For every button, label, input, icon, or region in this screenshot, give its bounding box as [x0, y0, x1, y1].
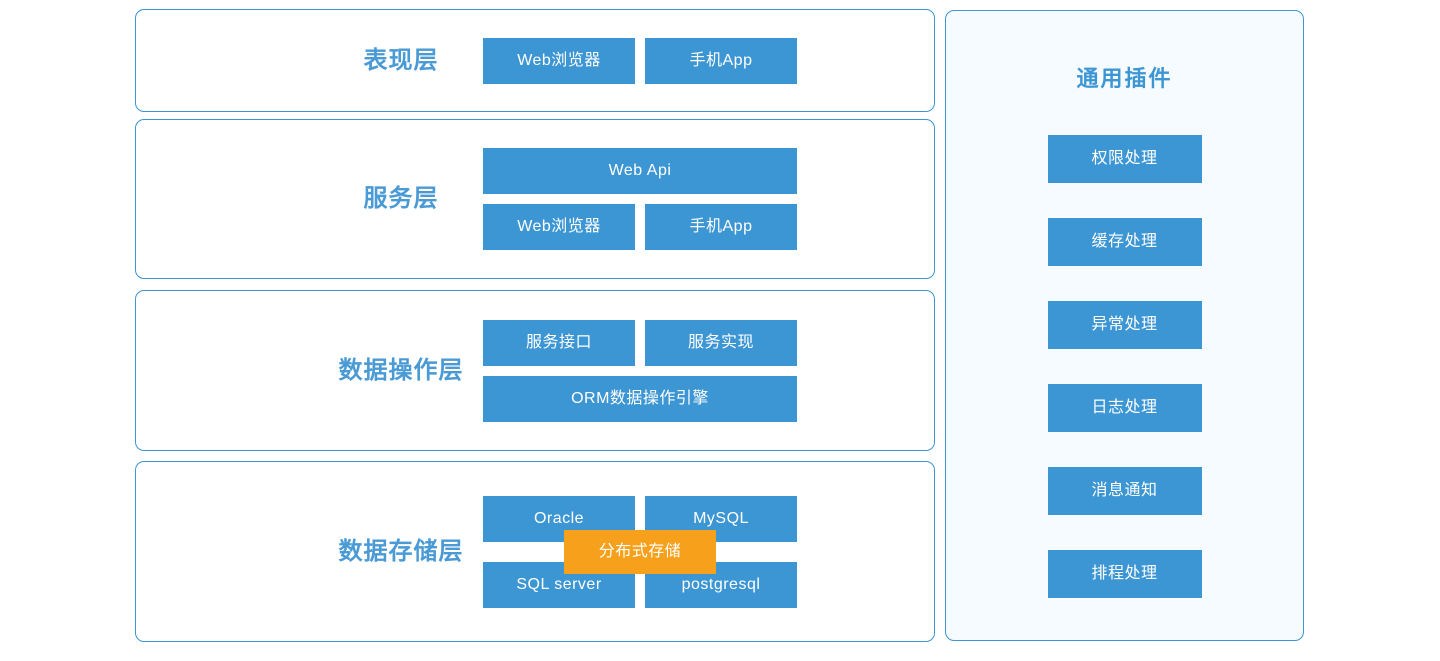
plugin-item-notification[interactable]: 消息通知: [1047, 467, 1202, 515]
layer-node-group: Web Api Web浏览器 手机App: [483, 148, 797, 250]
layer-panel-data-operation: 数据操作层 服务接口 服务实现 ORM数据操作引擎: [135, 290, 935, 451]
node-row: ORM数据操作引擎: [483, 375, 797, 422]
plugin-item-scheduling[interactable]: 排程处理: [1047, 550, 1202, 598]
plugin-panel-title: 通用插件: [1076, 66, 1173, 91]
plugin-item-cache[interactable]: 缓存处理: [1047, 218, 1202, 266]
plugin-item-exception[interactable]: 异常处理: [1047, 301, 1202, 349]
node-service-interface[interactable]: 服务接口: [483, 319, 635, 366]
node-row: 服务接口 服务实现: [483, 319, 797, 366]
node-row: Web浏览器 手机App: [483, 204, 797, 250]
layer-panel-data-storage: 数据存储层 Oracle MySQL SQL server postgresql…: [135, 461, 935, 642]
layer-node-group: 服务接口 服务实现 ORM数据操作引擎: [483, 319, 797, 422]
layer-node-group: Oracle MySQL SQL server postgresql 分布式存储: [483, 495, 797, 608]
node-service-implementation[interactable]: 服务实现: [645, 319, 797, 366]
node-web-browser[interactable]: Web浏览器: [483, 204, 635, 250]
node-web-api[interactable]: Web Api: [483, 148, 797, 194]
node-web-browser[interactable]: Web浏览器: [483, 37, 635, 84]
node-row: Web Api: [483, 148, 797, 194]
plugin-panel: 通用插件 权限处理 缓存处理 异常处理 日志处理 消息通知 排程处理: [945, 10, 1304, 641]
node-mobile-app[interactable]: 手机App: [645, 204, 797, 250]
plugin-list: 权限处理 缓存处理 异常处理 日志处理 消息通知 排程处理: [946, 135, 1303, 598]
layer-label: 服务层: [363, 185, 439, 212]
node-orm-engine[interactable]: ORM数据操作引擎: [483, 375, 797, 422]
layer-label: 数据操作层: [338, 356, 464, 384]
layer-label: 数据存储层: [338, 537, 464, 565]
layer-panel-service: 服务层 Web Api Web浏览器 手机App: [135, 119, 935, 279]
badge-distributed-storage[interactable]: 分布式存储: [564, 529, 716, 574]
node-mobile-app[interactable]: 手机App: [645, 37, 797, 84]
layer-node-group: Web浏览器 手机App: [483, 37, 797, 84]
plugin-item-logging[interactable]: 日志处理: [1047, 384, 1202, 432]
node-row: Web浏览器 手机App: [483, 37, 797, 84]
plugin-item-permission[interactable]: 权限处理: [1047, 135, 1202, 183]
layer-panel-presentation: 表现层 Web浏览器 手机App: [135, 9, 935, 112]
layer-label: 表现层: [363, 46, 439, 74]
